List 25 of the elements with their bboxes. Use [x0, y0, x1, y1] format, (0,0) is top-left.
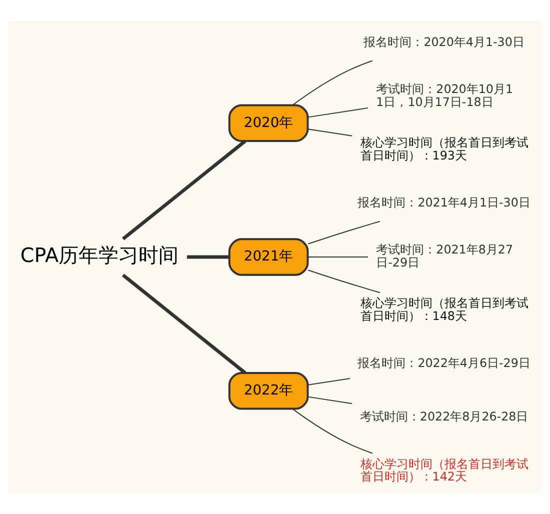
connector	[308, 107, 368, 118]
node-text: 报名时间：2021年4月1日-30日	[358, 196, 530, 210]
connector	[308, 128, 353, 136]
connector	[292, 60, 373, 106]
connector	[122, 140, 246, 240]
node-text: 报名时间：2022年4月6日-29日	[358, 356, 530, 370]
node-box: 2020年	[228, 104, 309, 142]
node-text: CPA历年学习时间	[20, 244, 179, 267]
connector	[122, 274, 246, 374]
connector	[292, 408, 373, 454]
node-text: 考试时间：2022年8月26-28日	[360, 410, 528, 424]
node-text: 考试时间：2021年8月27日-29日	[376, 242, 514, 270]
node-text: 报名时间：2020年4月1-30日	[364, 34, 524, 49]
connector	[186, 255, 230, 259]
node-text: 核心学习时间（报名首日到考试首日时间）：148天	[360, 296, 528, 324]
connector	[308, 378, 350, 386]
connector	[308, 256, 368, 258]
node-text: 考试时间：2020年10月11日，10月17日-18日	[376, 82, 514, 109]
connector	[308, 220, 380, 244]
node-box: 2021年	[228, 238, 309, 276]
node-box: 2022年	[228, 372, 309, 410]
node-text: 核心学习时间（报名首日到考试首日时间）：193天	[360, 136, 528, 162]
connector	[308, 270, 380, 294]
connector	[308, 396, 353, 404]
node-text: 核心学习时间（报名首日到考试首日时间）：142天	[360, 456, 528, 484]
